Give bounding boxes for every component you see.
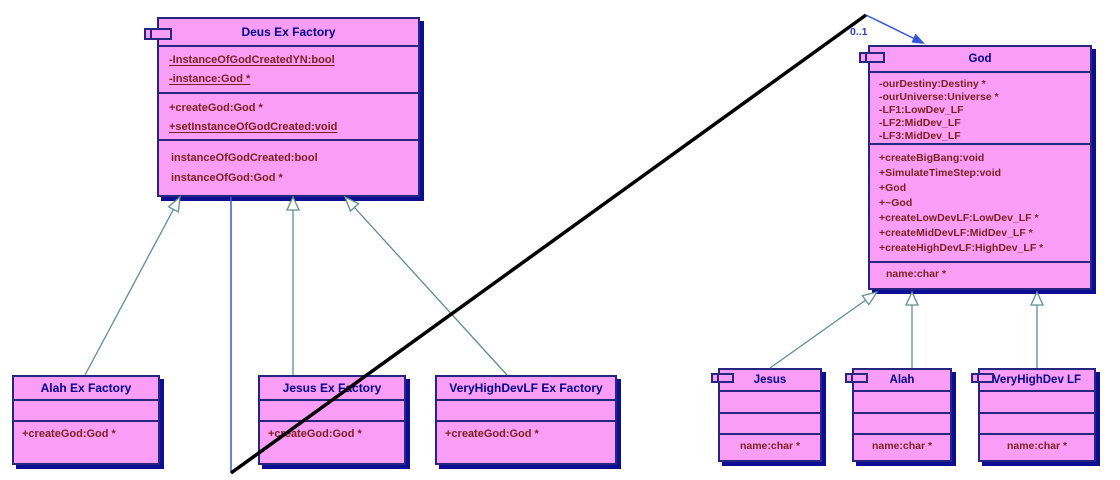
- property: name:char *: [1006, 440, 1068, 452]
- class-box-jesus[interactable]: Jesus name:char *: [711, 368, 822, 462]
- class-box-deus-ex-factory[interactable]: Deus Ex Factory -InstanceOfGodCreatedYN:…: [144, 17, 420, 197]
- generalization-arrowhead-icon: [167, 195, 181, 213]
- attributes-compartment: [980, 392, 1094, 414]
- attributes-compartment: [720, 392, 820, 414]
- class-element-icon: [711, 373, 734, 383]
- properties-compartment: name:char *: [980, 435, 1094, 460]
- operation: +SimulateTimeStep:void: [879, 167, 1002, 179]
- generalization-arrowhead-icon: [1029, 290, 1045, 306]
- operations-compartment: +createGod:God * +setInstanceOfGodCreate…: [159, 94, 418, 141]
- operation: +createGod:God *: [169, 102, 263, 114]
- operations-compartment: [720, 414, 820, 435]
- operation: +createGod:God *: [268, 428, 362, 440]
- attributes-compartment: [260, 401, 404, 422]
- class-box-veryhighdev-lf[interactable]: VeryHighDev LF name:char *: [971, 368, 1096, 462]
- class-title: God: [870, 47, 1090, 73]
- operations-compartment: +createBigBang:void +SimulateTimeStep:vo…: [870, 145, 1090, 263]
- class-title: Jesus: [720, 370, 820, 392]
- operation: +~God: [879, 197, 913, 209]
- attribute: -LF2:MidDev_LF: [879, 117, 961, 129]
- operations-compartment: [854, 414, 950, 435]
- multiplicity-label: 0..1: [850, 26, 868, 38]
- generalization-line-alahexf-to-deus: [84, 209, 174, 376]
- association-arrowhead-icon: [911, 33, 925, 44]
- attribute: -LF1:LowDev_LF: [879, 104, 964, 116]
- generalization-arrowhead-icon: [904, 290, 920, 306]
- attributes-compartment: -ourDestiny:Destiny * -ourUniverse:Unive…: [870, 73, 1090, 145]
- attribute: -InstanceOfGodCreatedYN:bool: [169, 54, 335, 66]
- class-box-jesus-ex-factory[interactable]: Jesus Ex Factory +createGod:God *: [258, 375, 406, 465]
- attribute: -ourUniverse:Universe *: [879, 91, 999, 103]
- class-box-alah-ex-factory[interactable]: Alah Ex Factory +createGod:God *: [12, 375, 160, 465]
- property: instanceOfGodCreated:bool: [171, 152, 318, 164]
- class-element-icon: [845, 373, 868, 383]
- attribute: -instance:God *: [169, 73, 251, 85]
- operation: +createLowDevLF:LowDev_LF *: [879, 212, 1039, 224]
- class-title: Deus Ex Factory: [159, 19, 418, 47]
- class-box-god[interactable]: God -ourDestiny:Destiny * -ourUniverse:U…: [859, 45, 1092, 290]
- properties-compartment: name:char *: [720, 435, 820, 460]
- generalization-arrowhead-icon: [861, 290, 879, 306]
- class-box-alah[interactable]: Alah name:char *: [845, 368, 952, 462]
- operation: +createBigBang:void: [879, 152, 985, 164]
- attributes-compartment: [14, 401, 158, 422]
- property: instanceOfGod:God *: [171, 172, 283, 184]
- operations-compartment: +createGod:God *: [437, 422, 615, 463]
- operation: +createMidDevLF:MidDev_LF *: [879, 227, 1033, 239]
- operation: +createHighDevLF:HighDev_LF *: [879, 242, 1044, 254]
- operation: +createGod:God *: [22, 428, 116, 440]
- attributes-compartment: [854, 392, 950, 414]
- generalization-arrowhead-icon: [285, 195, 301, 211]
- class-title: VeryHighDevLF Ex Factory: [437, 377, 615, 401]
- attribute: -LF3:MidDev_LF: [879, 130, 961, 142]
- properties-compartment: name:char *: [870, 263, 1090, 288]
- class-box-veryhighdevlf-ex-factory[interactable]: VeryHighDevLF Ex Factory +createGod:God …: [435, 375, 617, 465]
- class-title: Alah: [854, 370, 950, 392]
- class-title: Alah Ex Factory: [14, 377, 158, 401]
- operation: +God: [879, 182, 907, 194]
- generalization-line-vhdexf-to-deus: [353, 206, 508, 376]
- property: name:char *: [871, 440, 933, 452]
- attributes-compartment: -InstanceOfGodCreatedYN:bool -instance:G…: [159, 47, 418, 94]
- class-element-icon: [859, 52, 885, 63]
- class-element-icon: [144, 28, 172, 40]
- attributes-compartment: [437, 401, 615, 422]
- generalization-arrowhead-icon: [343, 195, 360, 213]
- property: name:char *: [886, 268, 947, 280]
- operations-compartment: [980, 414, 1094, 435]
- class-title: VeryHighDev LF: [980, 370, 1094, 392]
- operations-compartment: +createGod:God *: [14, 422, 158, 463]
- operation: +createGod:God *: [445, 428, 539, 440]
- properties-compartment: instanceOfGodCreated:bool instanceOfGod:…: [159, 141, 418, 195]
- generalization-line-jesus-to-god: [769, 299, 866, 369]
- operation: +setInstanceOfGodCreated:void: [169, 121, 338, 133]
- class-title: Jesus Ex Factory: [260, 377, 404, 401]
- attribute: -ourDestiny:Destiny *: [879, 78, 986, 90]
- association-line-arrow-segment: [865, 14, 916, 40]
- class-element-icon: [971, 373, 994, 383]
- property: name:char *: [739, 440, 801, 452]
- operations-compartment: +createGod:God *: [260, 422, 404, 463]
- properties-compartment: name:char *: [854, 435, 950, 460]
